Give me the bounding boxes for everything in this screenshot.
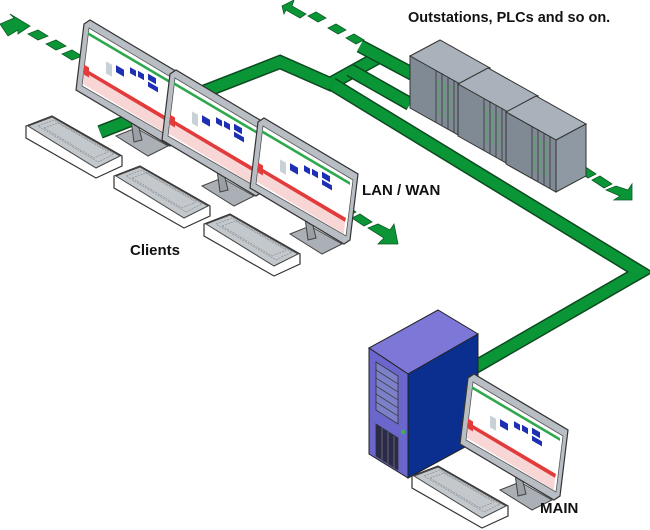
power-led-icon [401, 430, 405, 434]
network-label: LAN / WAN [362, 182, 441, 199]
outstations-label: Outstations, PLCs and so on. [408, 10, 611, 26]
main-server-tower[interactable] [368, 309, 479, 479]
outstation-rack-3 [505, 95, 587, 193]
clients-label: Clients [130, 242, 181, 259]
dashed-arrow-outstations-top [281, 0, 365, 45]
main-label: MAIN [540, 500, 579, 517]
dashed-arrow-clients [0, 13, 83, 61]
